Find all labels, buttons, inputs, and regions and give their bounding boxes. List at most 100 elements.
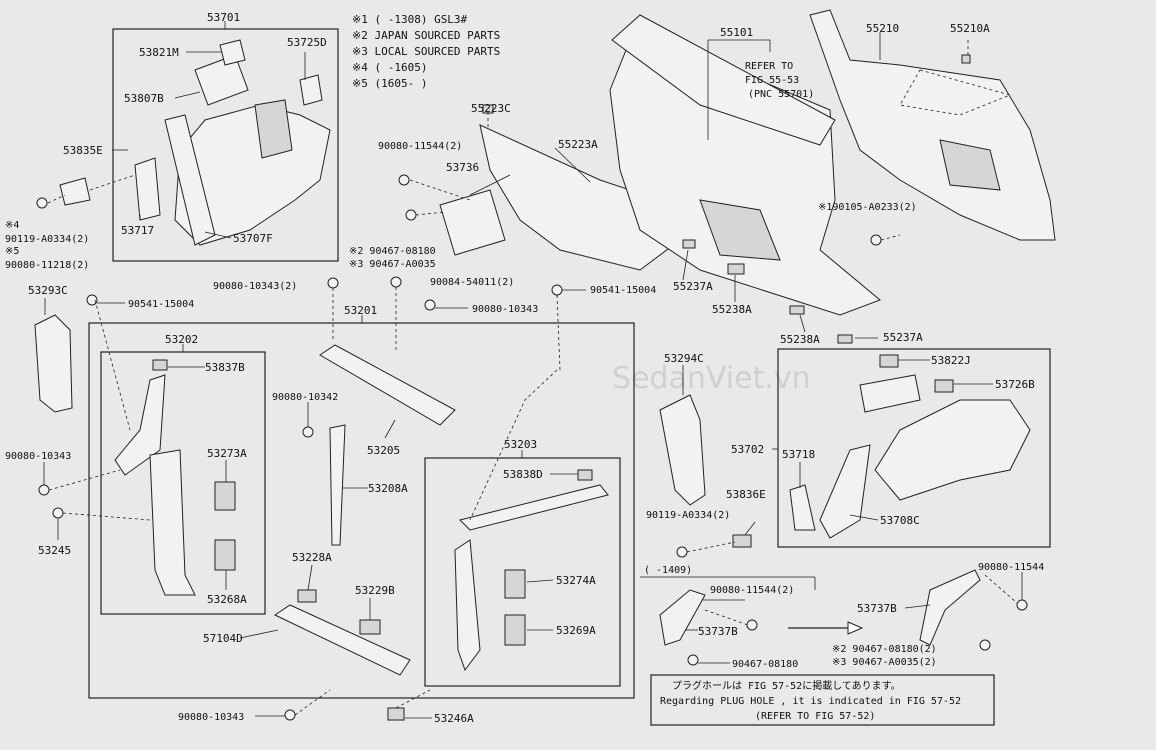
label-53835E: 53835E [63, 144, 103, 157]
label-53718: 53718 [782, 448, 815, 461]
label-55238A-1: 55238A [712, 303, 752, 316]
note-3: ※3 LOCAL SOURCED PARTS [352, 45, 500, 58]
label-55210: 55210 [866, 22, 899, 35]
note-en: Regarding PLUG HOLE , it is indicated in… [660, 696, 961, 707]
label-53836E: 53836E [726, 488, 766, 501]
label-55237A-1: 55237A [673, 280, 713, 293]
label-90080-11544-c: 90080-11544 [978, 562, 1044, 573]
label-90080-10343-b: 90080-10343 [472, 304, 538, 315]
plug-hole-note-box [650, 674, 995, 726]
note-2: ※2 JAPAN SOURCED PARTS [352, 29, 500, 42]
label-53269A: 53269A [556, 624, 596, 637]
label-90084-54011: 90084-54011(2) [430, 277, 514, 288]
label-53274A: 53274A [556, 574, 596, 587]
label-90080-10342: 90080-10342 [272, 392, 338, 403]
label-90467-08180-jp: ※2 90467-08180 [349, 246, 436, 257]
label-90119-A0334: 90119-A0334(2) [5, 234, 89, 245]
label-53708C: 53708C [880, 514, 920, 527]
label-90467-A0035-local: ※3 90467-A0035 [349, 259, 436, 270]
label-53228A: 53228A [292, 551, 332, 564]
label-53203: 53203 [504, 438, 537, 451]
label-53202: 53202 [165, 333, 198, 346]
label-note4: ※4 [5, 220, 19, 231]
label-53737B-2: 53737B [857, 602, 897, 615]
label-53246A: 53246A [434, 712, 474, 725]
label-53736: 53736 [446, 161, 479, 174]
label-53294C: 53294C [664, 352, 704, 365]
part-upper-support [302, 344, 456, 546]
label-53822J: 53822J [931, 354, 971, 367]
label-55237A-2: 55237A [883, 331, 923, 344]
label-90080-11544-b: 90080-11544(2) [710, 585, 794, 596]
label-53726B: 53726B [995, 378, 1035, 391]
part-53203-support [454, 469, 609, 672]
note-refer: (REFER TO FIG 57-52) [755, 711, 875, 722]
label-55238A-2: 55238A [780, 333, 820, 346]
refer-pnc-text: (PNC 55701) [748, 89, 814, 100]
label-90080-10343-d: 90080-10343 [178, 712, 244, 723]
label-53807B: 53807B [124, 92, 164, 105]
refer-to-text: REFER TO [745, 61, 793, 72]
note-jp: プラグホールは FIG 57-52に掲載してあります。 [672, 679, 901, 692]
label-57104D: 57104D [203, 632, 243, 645]
label-53205: 53205 [367, 444, 400, 457]
label-53837B: 53837B [205, 361, 245, 374]
label-53245: 53245 [38, 544, 71, 557]
part-53293C [34, 294, 98, 413]
label-90080-11218: 90080-11218(2) [5, 260, 89, 271]
part-apron-left [36, 39, 331, 246]
note-1: ※1 ( -1308) GSL3# [352, 13, 468, 26]
watermark: SedanViet.vn [612, 361, 811, 396]
label-90467-08180: 90467-08180 [732, 659, 798, 670]
label-53737B-1: 53737B [698, 625, 738, 638]
group-box-53702 [777, 348, 1051, 548]
label-53821M: 53821M [139, 46, 179, 59]
note-4: ※4 ( -1605) [352, 61, 427, 74]
label-53707F: 53707F [233, 232, 273, 245]
label-90541-15004-2: 90541-15004 [590, 285, 656, 296]
group-box-53701 [112, 28, 339, 262]
group-box-53201 [88, 322, 635, 699]
label-90467-A0035-2: ※3 90467-A0035(2) [832, 657, 937, 668]
label-53838D: 53838D [503, 468, 543, 481]
label-53229B: 53229B [355, 584, 395, 597]
label-53702: 53702 [731, 443, 764, 456]
label-date-1409: ( -1409) [644, 565, 692, 576]
label-53268A: 53268A [207, 593, 247, 606]
label-53208A: 53208A [368, 482, 408, 495]
part-53294C [659, 394, 752, 558]
label-90080-10343-2: 90080-10343(2) [213, 281, 297, 292]
label-90080-11544-2: 90080-11544(2) [378, 141, 462, 152]
part-53737B-late [919, 569, 1028, 651]
part-apron-right [789, 354, 1031, 539]
label-53273A: 53273A [207, 447, 247, 460]
notes-block: ※1 ( -1308) GSL3# ※2 JAPAN SOURCED PARTS… [352, 13, 500, 90]
label-90467-08180-2: ※2 90467-08180(2) [832, 644, 937, 655]
label-190105-A0233: ※190105-A0233(2) [818, 202, 917, 213]
group-box-53203 [424, 457, 621, 687]
part-53202-support [114, 359, 236, 596]
part-dash-insulator [809, 9, 1056, 246]
label-55210A: 55210A [950, 22, 990, 35]
label-53293C: 53293C [28, 284, 68, 297]
part-53737B-early [659, 589, 758, 666]
note-5: ※5 (1605- ) [352, 77, 427, 90]
label-55223A: 55223A [558, 138, 598, 151]
leaders-53701 [112, 51, 306, 239]
label-90119-A0334-b: 90119-A0334(2) [646, 510, 730, 521]
label-90541-15004-1: 90541-15004 [128, 299, 194, 310]
label-53201: 53201 [344, 304, 377, 317]
label-90080-10343-c: 90080-10343 [5, 451, 71, 462]
label-note5: ※5 [5, 246, 19, 257]
part-dash-silencer [398, 104, 681, 271]
label-55101: 55101 [720, 26, 753, 39]
label-55223C: 55223C [471, 102, 511, 115]
part-lower-crossmember [273, 589, 411, 676]
label-53725D: 53725D [287, 36, 327, 49]
part-dash-panel [609, 14, 881, 344]
refer-fig-text: FIG 55-53 [745, 75, 799, 86]
label-53717: 53717 [121, 224, 154, 237]
label-53701: 53701 [207, 11, 240, 24]
